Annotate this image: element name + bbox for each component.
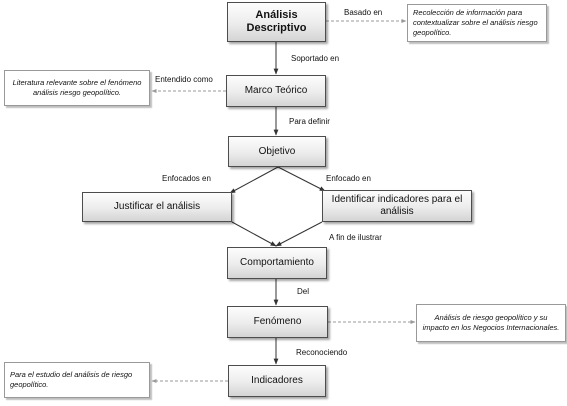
note-recoleccion-text: Recolección de información para contextu… xyxy=(413,8,538,37)
label-entendido-como: Entendido como xyxy=(155,75,213,84)
node-identificar-indicadores-text: Identificar indicadores para el análisis xyxy=(331,194,463,217)
node-identificar-indicadores: Identificar indicadores para el análisis xyxy=(322,190,472,222)
note-estudio-text: Para el estudio del análisis de riesgo g… xyxy=(10,370,133,389)
node-fenomeno: Fenómeno xyxy=(227,306,328,338)
note-literatura: Literatura relevante sobre el fenómeno a… xyxy=(4,70,150,106)
node-justificar-analisis-text: Justificar el análisis xyxy=(113,201,201,212)
label-soportado-en: Soportado en xyxy=(291,54,340,63)
label-basado-en: Basado en xyxy=(344,8,383,17)
node-comportamiento: Comportamiento xyxy=(227,247,327,279)
node-analisis-descriptivo-text: Análisis Descriptivo xyxy=(246,9,307,34)
node-fenomeno-text: Fenómeno xyxy=(253,316,302,327)
node-objetivo-text: Objetivo xyxy=(258,145,296,157)
label-del: Del xyxy=(297,287,310,296)
note-analisis-riesgo-text: Análisis de riesgo geopolítico y su impa… xyxy=(422,313,560,332)
note-recoleccion: Recolección de información para contextu… xyxy=(407,4,547,42)
label-enfocados-en: Enfocados en xyxy=(162,174,211,183)
node-comportamiento-text: Comportamiento xyxy=(240,257,314,268)
node-indicadores-text: Indicadores xyxy=(251,375,303,386)
node-marco-teorico: Marco Teórico xyxy=(226,75,326,107)
note-analisis-riesgo: Análisis de riesgo geopolítico y su impa… xyxy=(416,304,566,342)
node-indicadores: Indicadores xyxy=(228,365,326,397)
label-a-fin-de-ilustrar: A fin de ilustrar xyxy=(329,233,382,242)
label-reconociendo: Reconociendo xyxy=(296,348,348,357)
label-para-definir: Para definir xyxy=(289,117,330,126)
node-justificar-analisis: Justificar el análisis xyxy=(82,192,232,222)
note-literatura-text: Literatura relevante sobre el fenómeno a… xyxy=(12,78,142,97)
node-analisis-descriptivo: Análisis Descriptivo xyxy=(227,2,326,42)
node-objetivo: Objetivo xyxy=(228,136,326,167)
label-enfocado-en: Enfocado en xyxy=(326,174,371,183)
note-estudio: Para el estudio del análisis de riesgo g… xyxy=(4,362,150,398)
node-marco-teorico-text: Marco Teórico xyxy=(244,85,308,96)
